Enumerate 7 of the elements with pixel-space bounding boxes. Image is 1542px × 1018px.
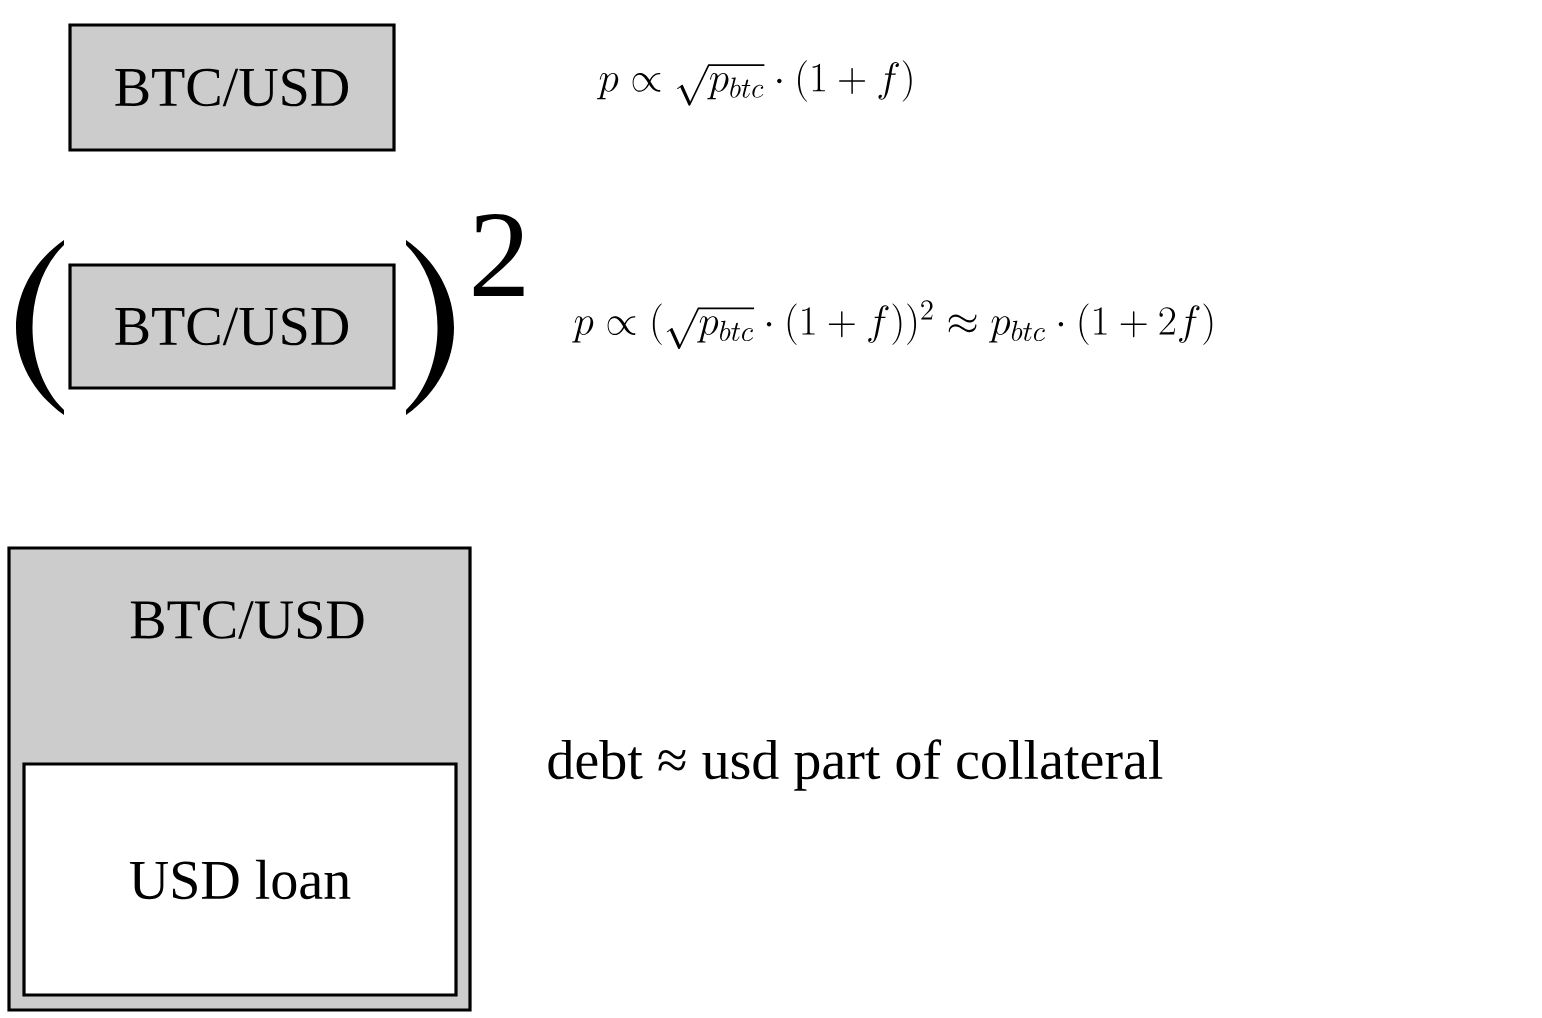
exponent-label: 2 [473, 213, 524, 297]
text-box: BTC/USD [68, 263, 396, 390]
text-box: USD loan [22, 762, 458, 997]
formula: $p \propto (\sqrt{p_{btc}} \cdot (1+f))^{2} \approx p_{btc} \cdot (1+2f)$ [572, 300, 1213, 350]
text-box: BTC/USD [68, 23, 396, 152]
formula: $p \propto \sqrt{p_{btc}} \cdot (1+f)$ [597, 60, 912, 106]
note-text: debt ≈ usd part of collateral [548, 739, 1163, 791]
